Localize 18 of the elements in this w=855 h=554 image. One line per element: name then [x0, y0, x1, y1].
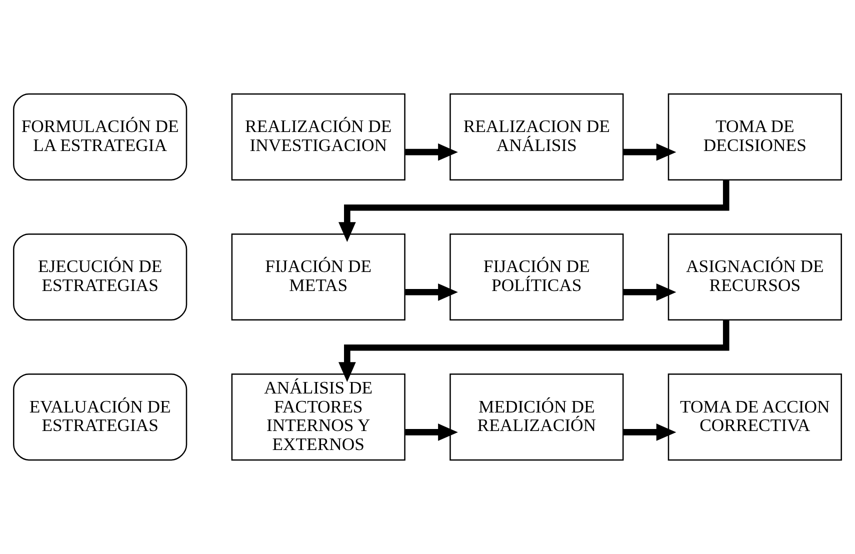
node-box: EVALUACIÓN DE ESTRATEGIAS — [13, 374, 188, 461]
node-box: TOMA DE DECISIONES — [668, 93, 842, 180]
node-box: ASIGNACIÓN DE RECURSOS — [668, 233, 842, 321]
arrow — [405, 424, 458, 441]
arrow — [624, 424, 676, 441]
node-box: EJECUCIÓN DE ESTRATEGIAS — [13, 233, 188, 321]
node-box: TOMA DE ACCION CORRECTIVA — [668, 374, 842, 461]
node-box: FIJACIÓN DE METAS — [231, 233, 406, 321]
node-box: REALIZACION DE ANÁLISIS — [450, 93, 624, 180]
node-box: REALIZACIÓN DE INVESTIGACION — [231, 93, 406, 180]
node-box: ANÁLISIS DE FACTORES INTERNOS Y EXTERNOS — [231, 374, 406, 461]
arrow — [405, 283, 458, 301]
arrow — [624, 283, 676, 301]
node-box: FIJACIÓN DE POLÍTICAS — [450, 233, 624, 321]
node-box: MEDICIÓN DE REALIZACIÓN — [450, 374, 624, 461]
node-box: FORMULACIÓN DE LA ESTRATEGIA — [13, 93, 188, 180]
arrow — [405, 143, 458, 161]
arrow — [624, 143, 676, 161]
